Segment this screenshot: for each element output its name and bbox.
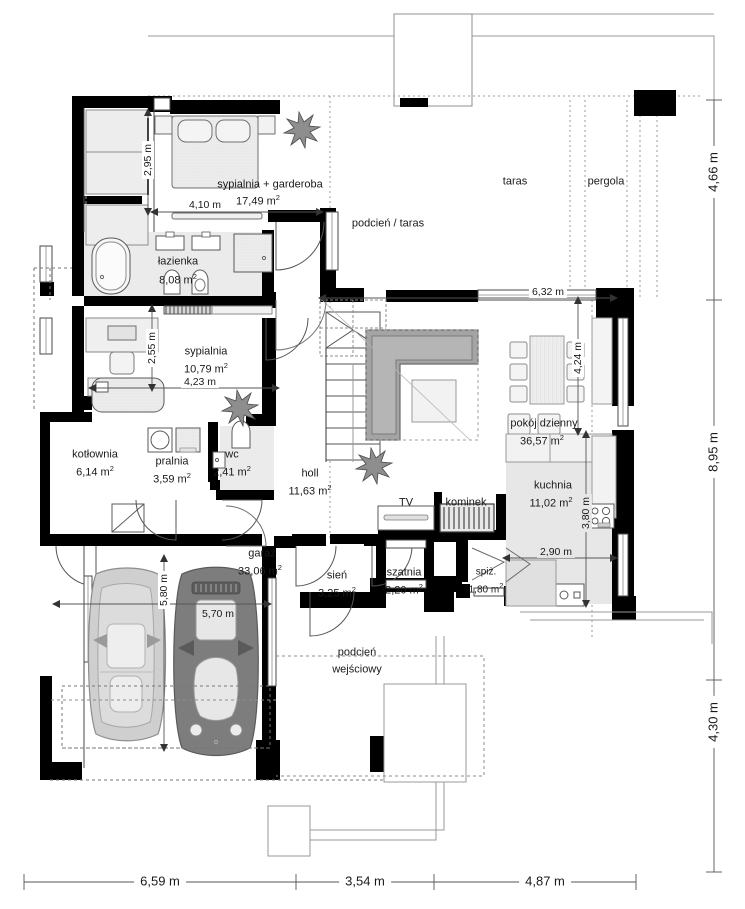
sypialnia-furniture: [85, 305, 273, 413]
room-area-spiz: 1,80 m2: [468, 581, 504, 596]
light-fitting-icons: [220, 110, 394, 486]
room-area-holl: 11,63 m2: [288, 482, 332, 498]
area-value: 33,06 m: [238, 565, 278, 578]
room-label-spiz: spiż.: [475, 566, 497, 578]
area-value: 11,02 m: [529, 497, 569, 510]
room-area-wc: 2,41 m2: [213, 463, 251, 479]
door-swings: [55, 221, 531, 637]
car-left: [87, 567, 167, 742]
area-sup: 2: [186, 470, 191, 480]
dimension-kitchen-height: 3,80 m: [579, 493, 593, 533]
room-label-sypialnia-garderoba: sypialnia + garderoba: [217, 178, 323, 191]
outdoor-label-pergola: pergola: [587, 175, 625, 188]
dimension-living-height: 4,24 m: [571, 338, 585, 378]
room-area-sypialnia-garderoba: 17,49 m2: [236, 192, 280, 208]
room-label-garaz: garaż: [248, 547, 276, 560]
area-sup: 2: [351, 584, 356, 594]
area-value: 36,57 m: [520, 435, 560, 448]
area-value: 3,25 m: [318, 587, 352, 600]
area-value: 17,49 m: [236, 195, 276, 208]
room-label-szatnia: szatnia: [386, 566, 422, 579]
overall-dimension-bottom-2: 3,54 m: [339, 874, 391, 890]
overall-dimension-right-3: 4,30 m: [706, 696, 722, 748]
area-value: 3,59 m: [153, 473, 187, 486]
area-sup: 2: [418, 581, 423, 591]
dimension-bed-width: 4,10 m: [185, 198, 225, 212]
room-area-sien: 3,25 m2: [318, 584, 356, 600]
room-label-wc: wc: [225, 448, 239, 461]
site-outline: [148, 13, 715, 300]
kotlownia-equipment: [111, 503, 145, 533]
room-area-lazienka: 8,08 m2: [159, 271, 197, 287]
area-value: 10,79 m: [184, 363, 224, 376]
dimension-garage-height: 5,80 m: [157, 570, 171, 610]
area-value: 11,63 m: [288, 485, 328, 498]
room-label-sypialnia: sypialnia: [184, 345, 228, 358]
area-sup: 2: [246, 463, 251, 473]
area-sup: 2: [327, 482, 332, 492]
living-room-furniture: [321, 299, 613, 441]
wc-fixtures: [212, 420, 251, 469]
overall-dimension-bottom-1: 6,59 m: [134, 874, 186, 890]
area-sup: 2: [568, 494, 573, 504]
pralnia-fixtures: [147, 427, 201, 453]
outdoor-label-podcien-taras: podcień / taras: [351, 217, 425, 230]
wardrobe-blocks: [85, 109, 149, 246]
room-label-lazienka: łazienka: [157, 255, 199, 268]
area-sup: 2: [223, 360, 228, 370]
site-paths-dashed: [50, 655, 485, 777]
room-label-sien: sień: [326, 569, 348, 582]
area-sup: 2: [277, 562, 282, 572]
dimension-sypialnia-width: 4,23 m: [180, 375, 220, 389]
fill-spiz: [468, 540, 506, 584]
room-area-kuchnia: 11,02 m2: [529, 494, 573, 510]
room-area-kotlownia: 6,14 m2: [76, 463, 114, 479]
overall-dimension-right-2: 8,95 m: [706, 426, 722, 478]
area-value: 2,41 m: [213, 466, 247, 479]
room-label-holl: holl: [301, 467, 319, 480]
area-value: 6,14 m: [76, 466, 110, 479]
tv-and-fireplace: [377, 503, 495, 533]
kitchen-fixtures: [505, 433, 617, 607]
room-label-pralnia: pralnia: [155, 455, 189, 468]
dimension-sypialnia-height: 2,55 m: [145, 328, 159, 368]
overall-dimension-bottom-3: 4,87 m: [519, 874, 571, 890]
room-area-pralnia: 3,59 m2: [153, 470, 191, 486]
outdoor-label-taras: taras: [502, 175, 528, 188]
area-sup: 2: [192, 271, 197, 281]
room-label-pokoj-dzienny: pokój dzienny: [510, 417, 578, 430]
area-value: 1,80 m: [468, 584, 500, 596]
area-sup: 2: [275, 192, 280, 202]
dimension-living-width: 6,32 m: [528, 285, 568, 299]
area-sup: 2: [499, 581, 504, 591]
room-area-szatnia: 2,20 m2: [385, 581, 423, 597]
dimension-kitchen-width: 2,90 m: [536, 545, 576, 559]
area-value: 2,20 m: [385, 584, 419, 597]
equipment-label-kominek: kominek: [445, 496, 487, 509]
car-right: [173, 566, 259, 757]
site-paths: [267, 611, 713, 857]
room-area-garaz: 33,06 m2: [238, 562, 282, 578]
bed-furniture: [154, 115, 276, 220]
room-label-kotlownia: kotłownia: [72, 448, 118, 461]
room-area-sypialnia: 10,79 m2: [184, 360, 228, 376]
room-label-kuchnia: kuchnia: [534, 479, 572, 492]
equipment-label-tv: TV: [398, 496, 414, 509]
outdoor-label-podcien-wejsciowy-line1: podcień: [337, 646, 377, 659]
dimension-arrows: [52, 108, 618, 752]
bathroom-fixtures: [91, 231, 273, 295]
dimension-garage-width: 5,70 m: [201, 607, 235, 620]
overall-dimension-right-1: 4,66 m: [706, 146, 722, 198]
area-sup: 2: [109, 463, 114, 473]
outdoor-label-podcien-wejsciowy-line2: wejściowy: [332, 663, 382, 676]
room-area-pokoj-dzienny: 36,57 m2: [520, 432, 564, 448]
area-sup: 2: [559, 432, 564, 442]
dimension-bed-height: 2,95 m: [141, 140, 155, 180]
area-value: 8,08 m: [159, 274, 193, 287]
